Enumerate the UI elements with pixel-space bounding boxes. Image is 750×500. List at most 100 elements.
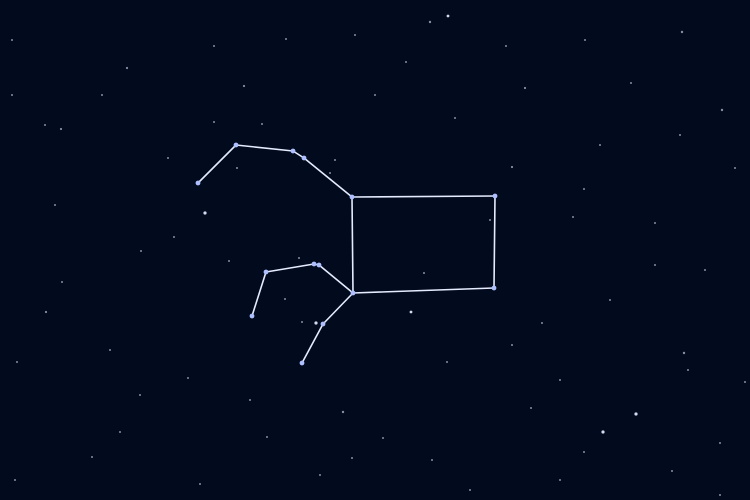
background-star	[687, 369, 689, 371]
background-star	[284, 298, 286, 300]
background-star	[173, 236, 175, 238]
constellation-lines	[197, 144, 496, 364]
constellation-star	[290, 148, 296, 154]
background-star	[285, 38, 287, 40]
constellation-star	[320, 321, 326, 327]
background-star	[298, 257, 300, 259]
background-star	[374, 94, 376, 96]
background-star	[671, 470, 673, 472]
background-star	[446, 14, 450, 18]
background-star	[734, 167, 736, 169]
constellation-line	[301, 323, 324, 364]
background-star	[679, 134, 681, 136]
background-star	[510, 165, 514, 169]
background-star	[446, 361, 448, 363]
constellation-star	[491, 285, 497, 291]
background-star	[523, 86, 527, 90]
constellation-star	[349, 194, 355, 200]
background-star	[654, 222, 656, 224]
constellation-line	[303, 157, 353, 198]
background-star	[242, 84, 246, 88]
background-star	[351, 457, 353, 459]
constellation-star	[301, 155, 307, 161]
background-star	[654, 264, 656, 266]
background-star	[682, 351, 686, 355]
background-star	[354, 34, 356, 36]
constellation-star	[316, 262, 322, 268]
background-star	[125, 66, 129, 70]
background-star	[454, 117, 456, 119]
background-star	[630, 82, 632, 84]
background-star	[140, 250, 142, 252]
constellation-line	[493, 195, 496, 289]
background-star	[44, 310, 48, 314]
background-star	[109, 349, 111, 351]
background-star	[59, 127, 63, 131]
background-star	[266, 436, 268, 438]
constellation-stars	[195, 142, 498, 366]
background-star	[119, 431, 121, 433]
background-star	[203, 211, 207, 215]
background-star	[101, 94, 103, 96]
constellation-star	[350, 290, 356, 296]
background-star	[505, 45, 507, 47]
background-star	[11, 94, 13, 96]
background-star	[213, 45, 215, 47]
background-star	[261, 123, 263, 125]
constellation-line	[351, 196, 354, 294]
background-star	[341, 410, 345, 414]
background-star	[744, 381, 746, 383]
background-star	[584, 39, 586, 41]
background-star	[583, 188, 585, 190]
constellation-line	[235, 144, 294, 152]
background-star	[213, 121, 215, 123]
constellation-star	[195, 180, 201, 186]
background-stars	[11, 14, 746, 496]
background-star	[541, 322, 543, 324]
background-star	[634, 412, 638, 416]
constellation-line	[352, 287, 495, 294]
background-star	[511, 344, 513, 346]
background-star	[319, 474, 321, 476]
background-star	[228, 260, 230, 262]
constellation-line	[251, 271, 267, 317]
background-star	[382, 437, 384, 439]
background-star	[599, 144, 601, 146]
background-star	[187, 377, 189, 379]
background-star	[719, 494, 721, 496]
background-star	[11, 39, 13, 41]
constellation-line	[318, 264, 354, 294]
background-star	[530, 407, 532, 409]
background-star	[720, 108, 724, 112]
background-star	[559, 379, 561, 381]
background-star	[236, 167, 238, 169]
constellation-star	[492, 193, 498, 199]
background-star	[329, 172, 331, 174]
constellation-star	[233, 142, 239, 148]
background-star	[61, 281, 63, 283]
background-star	[572, 216, 574, 218]
background-star	[489, 219, 491, 221]
background-star	[249, 399, 251, 401]
background-star	[44, 124, 46, 126]
background-star	[704, 269, 706, 271]
background-star	[139, 394, 141, 396]
background-star	[680, 30, 684, 34]
background-star	[583, 451, 585, 453]
background-star	[609, 299, 611, 301]
background-star	[16, 361, 18, 363]
constellation-star	[299, 360, 305, 366]
background-star	[167, 157, 169, 159]
background-star	[301, 321, 303, 323]
background-star	[199, 483, 201, 485]
constellation-star	[263, 269, 269, 275]
constellation-star	[249, 313, 255, 319]
background-star	[469, 489, 471, 491]
background-star	[431, 459, 433, 461]
constellation-star	[311, 261, 317, 267]
background-star	[405, 61, 407, 63]
background-star	[91, 456, 93, 458]
background-star	[719, 442, 721, 444]
